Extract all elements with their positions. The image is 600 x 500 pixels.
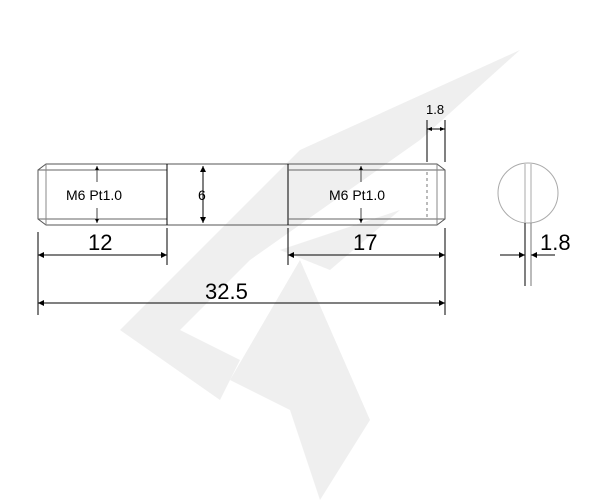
left-thread-length: 12	[88, 230, 113, 255]
left-thread-label: M6 Pt1.0	[66, 187, 123, 203]
end-view	[497, 162, 559, 286]
diameter-label: 6	[198, 187, 206, 203]
arrowheads	[38, 127, 537, 306]
slot-width: 1.8	[540, 230, 571, 255]
chamfer-length: 1.8	[426, 102, 445, 117]
right-thread-label: M6 Pt1.0	[329, 187, 386, 203]
right-thread-length: 17	[353, 230, 378, 255]
watermark-logo	[120, 50, 520, 500]
total-length: 32.5	[205, 279, 248, 304]
